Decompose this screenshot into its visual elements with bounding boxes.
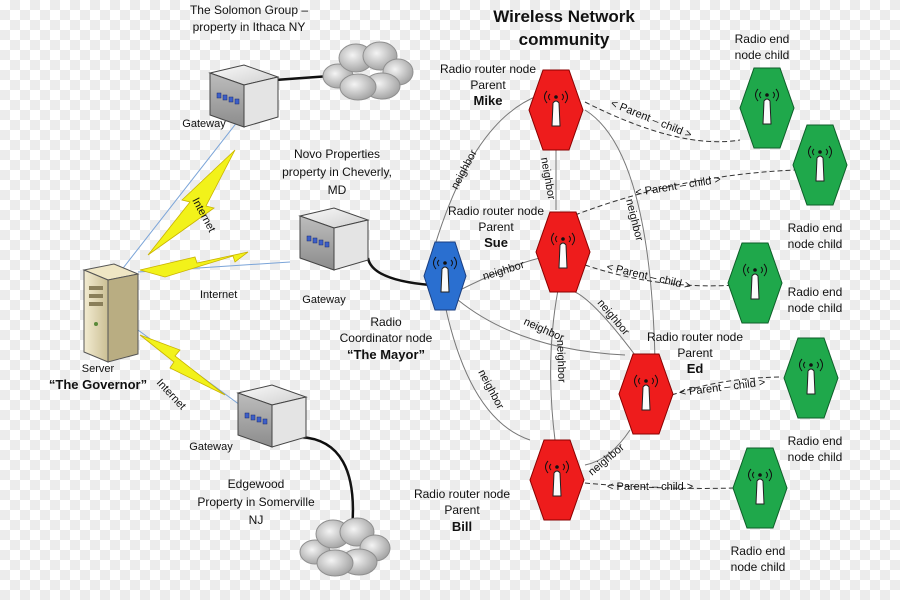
router-name-sue: Sue	[484, 235, 508, 250]
server-icon	[82, 263, 140, 363]
novo-label-line3: MD	[328, 183, 347, 197]
end-label-line1: Radio end	[735, 32, 790, 46]
parent-child-links	[574, 101, 796, 489]
gateway-edgewood	[236, 384, 308, 448]
gateway-label: Gateway	[182, 118, 226, 130]
edgewood-label-line3: NJ	[249, 513, 264, 527]
parent-child-label: < Parent – child >	[679, 377, 766, 399]
end-node-3	[727, 242, 783, 324]
router-label-line1: Radio router node	[414, 487, 510, 501]
coordinator-name: “The Mayor”	[347, 347, 425, 362]
neighbor-link-mayor-mike	[429, 94, 541, 263]
parent-child-link-bill-end5	[584, 482, 736, 489]
router-label-line2: Parent	[478, 220, 514, 234]
router-name-mike: Mike	[474, 93, 503, 108]
gateway-solomon	[208, 64, 280, 128]
coordinator-node-the-mayor	[423, 241, 467, 311]
neighbor-label: neighbor	[554, 340, 567, 384]
gateway-novo	[298, 207, 370, 271]
end-node-2	[792, 124, 848, 206]
novo-label-line1: Novo Properties	[294, 147, 380, 161]
end-label-line2: node child	[788, 237, 843, 251]
end-label-line1: Radio end	[788, 285, 843, 299]
router-node-bill	[529, 439, 585, 521]
neighbor-link-ed-bill	[584, 429, 631, 466]
neighbor-label: neighbor	[586, 441, 627, 478]
end-node-5	[732, 447, 788, 529]
router-label-line2: Parent	[677, 346, 713, 360]
neighbor-link-mayor-ed	[457, 299, 626, 356]
internet-links	[119, 111, 291, 406]
neighbor-link-sue-bill	[550, 289, 559, 441]
end-label-line2: node child	[788, 450, 843, 464]
internet-label: Internet	[200, 289, 237, 301]
router-name-ed: Ed	[687, 361, 704, 376]
gateway-label: Gateway	[189, 441, 233, 453]
parent-child-link-sue-end2	[574, 169, 796, 216]
wire-solomon-cloud	[274, 74, 331, 82]
lightning-bolt-edgewood	[139, 334, 226, 396]
novo-label-line2: property in Cheverly,	[282, 165, 392, 179]
parent-child-link-ed-end4	[671, 376, 781, 396]
router-label-line1: Radio router node	[647, 330, 743, 344]
end-label-line2: node child	[788, 301, 843, 315]
lightning-bolt-novo	[139, 251, 249, 278]
end-node-1	[739, 67, 795, 149]
neighbor-label: neighbor	[449, 148, 480, 192]
router-name-bill: Bill	[452, 519, 472, 534]
neighbor-link-mike-ed	[584, 109, 656, 361]
router-node-mike	[528, 69, 584, 151]
cloud-icon	[322, 41, 414, 101]
wire-edgewood-cloud	[299, 435, 355, 531]
solomon-label-line2: property in Ithaca NY	[193, 20, 306, 34]
lightning-bolt-solomon	[147, 149, 236, 256]
router-label-line1: Radio router node	[448, 204, 544, 218]
wired-links	[274, 74, 431, 531]
neighbor-label: neighbor	[595, 297, 632, 338]
parent-child-label: < Parent – child >	[635, 174, 722, 199]
gateway-port-lights	[216, 92, 240, 105]
router-node-sue	[535, 211, 591, 293]
wire-novo-coordinator	[366, 257, 431, 287]
end-node-4	[783, 337, 839, 419]
internet-link-solomon	[119, 111, 246, 273]
router-label-line1: Radio router node	[440, 62, 536, 76]
parent-child-label: < Parent – child >	[607, 481, 693, 493]
server-label: Server	[82, 363, 115, 375]
edgewood-label-line1: Edgewood	[228, 477, 285, 491]
end-label-line1: Radio end	[731, 544, 786, 558]
neighbor-link-mayor-bill	[444, 304, 531, 441]
parent-child-link-mike-end1	[584, 101, 741, 143]
end-label-line1: Radio end	[788, 221, 843, 235]
router-label-line2: Parent	[444, 503, 480, 517]
cloud-icon	[299, 517, 391, 577]
neighbor-label: neighbor	[475, 368, 506, 412]
gateway-port-lights	[244, 412, 268, 425]
coordinator-label-line1: Radio	[370, 315, 402, 329]
diagram-title-line1: Wireless Network	[493, 7, 635, 26]
neighbor-label: neighbor	[481, 259, 526, 283]
end-label-line2: node child	[735, 48, 790, 62]
coordinator-label-line2: Coordinator node	[340, 331, 433, 345]
router-label-line2: Parent	[470, 78, 506, 92]
end-label-line2: node child	[731, 560, 786, 574]
server-name: “The Governor”	[49, 377, 147, 392]
lightning-bolts	[139, 149, 249, 396]
gateway-port-lights	[306, 235, 330, 248]
router-node-ed	[618, 353, 674, 435]
neighbor-link-mayor-sue	[459, 257, 541, 291]
internet-label: Internet	[154, 377, 188, 412]
gateway-label: Gateway	[302, 294, 346, 306]
parent-child-link-sue-end3	[584, 264, 736, 287]
edgewood-label-line2: Property in Somerville	[197, 495, 315, 509]
solomon-label-line1: The Solomon Group –	[190, 3, 308, 17]
neighbor-links	[429, 94, 656, 466]
neighbor-label: neighbor	[538, 156, 557, 201]
end-label-line1: Radio end	[788, 434, 843, 448]
diagram-title-line2: community	[519, 30, 610, 49]
